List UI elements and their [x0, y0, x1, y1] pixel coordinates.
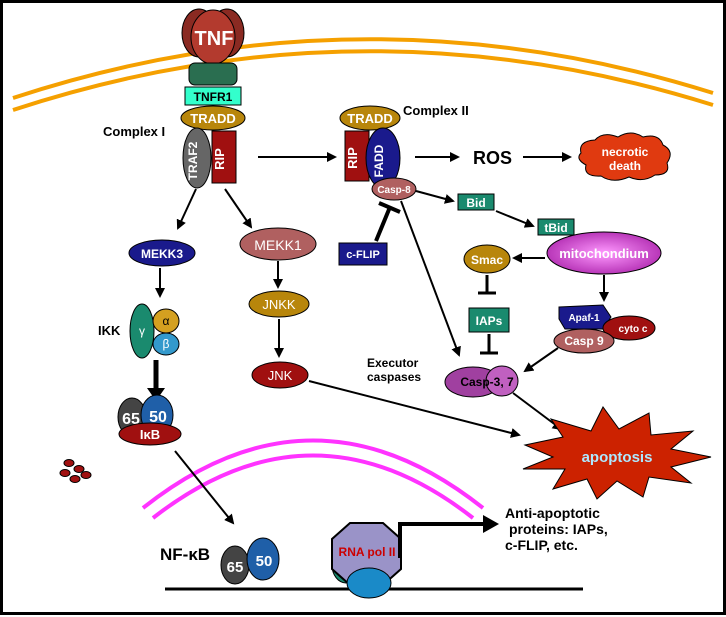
tnf-label: TNF	[195, 28, 234, 50]
jnk-label: JNK	[268, 368, 293, 383]
tnf-trimer: TNF	[181, 8, 245, 65]
arrow-casp8-to-bid	[415, 190, 455, 204]
rip2-label: RIP	[345, 147, 360, 169]
nfkb50-label: 50	[256, 553, 273, 570]
arrow-complex1-to-mekk1	[224, 188, 253, 229]
rnapol-bottom-blue	[346, 567, 392, 599]
apoptosis-burst	[522, 406, 712, 500]
ikk-label: IKK	[98, 323, 121, 338]
nuclear-membrane-inner	[151, 453, 475, 520]
traf2-shape	[182, 127, 212, 189]
tradd-complex2	[339, 105, 401, 131]
arrow-casp37-to-apoptosis	[512, 392, 563, 431]
transcription-arrow	[398, 522, 485, 558]
iaps-box	[468, 307, 510, 333]
casp8-label: Casp-8	[377, 185, 411, 196]
tbid-box	[537, 218, 575, 236]
inhibit-cflip-casp8	[374, 206, 392, 242]
ikk-gamma-label: γ	[139, 324, 145, 338]
tradd-complex1-label: TRADD	[190, 111, 236, 126]
arrow-bid-to-tbid	[495, 210, 535, 228]
cytoc-shape	[602, 315, 656, 341]
traf2-label: TRAF2	[186, 141, 200, 180]
rnapol-label: RNA pol II	[339, 545, 396, 559]
ikk-beta	[152, 332, 180, 356]
ikb-label: IκB	[140, 427, 160, 442]
nfkb-label: NF-κB	[160, 545, 210, 564]
nfkb65-label: 65	[227, 559, 244, 576]
tnfr1-label: TNFR1	[194, 90, 233, 104]
ikb-fragments	[59, 459, 92, 483]
cflip-label: c-FLIP	[346, 249, 380, 261]
mekk1-label: MEKK1	[254, 237, 302, 253]
smac-shape	[463, 244, 511, 274]
arrow-casp9-to-casp37	[523, 347, 559, 373]
arrow-ikb-to-nfkb	[174, 450, 235, 525]
arrow-jnk-to-apoptosis	[308, 380, 521, 438]
casp8-shape	[371, 177, 417, 201]
jnkk-label: JNKK	[262, 297, 296, 312]
bid-box	[457, 193, 495, 211]
apoptosis-label: apoptosis	[582, 449, 653, 466]
mekk3-label: MEKK3	[141, 247, 183, 261]
rip-label: RIP	[212, 148, 227, 170]
tradd-complex1	[180, 105, 246, 131]
casp37-label: Casp-3, 7	[460, 375, 514, 389]
anti-apoptotic-line2: proteins: IAPs,	[509, 521, 608, 537]
death-label: death	[609, 159, 641, 173]
receptor-transmembrane	[188, 62, 238, 86]
tnf-signaling-diagram: TNF TNFR1 TRADD Complex I TRAF2 RIP Comp…	[12, 8, 714, 599]
nuclear-membrane-outer	[141, 438, 485, 510]
arrow-casp8-to-casp37	[400, 200, 461, 357]
ikk-gamma	[129, 303, 155, 359]
casp37-shape-2	[485, 365, 519, 397]
transcription-arrow-head	[483, 515, 499, 533]
jnk-shape	[251, 361, 309, 389]
ikk-beta-label: β	[163, 337, 170, 351]
fadd-label: FADD	[372, 144, 386, 177]
cflip-box	[338, 242, 388, 266]
casp9-shape	[553, 328, 615, 354]
inhibit-cflip-casp8-bar	[378, 201, 401, 214]
smac-label: Smac	[471, 253, 503, 267]
executor-label-1: Executor	[367, 356, 419, 370]
plasma-membrane-outer	[12, 37, 714, 100]
anti-apoptotic-line1: Anti-apoptotic	[505, 505, 600, 521]
bid-label: Bid	[466, 196, 485, 210]
necrotic-label: necrotic	[602, 145, 649, 159]
jnkk-shape	[248, 290, 310, 318]
plasma-membrane-inner	[12, 49, 714, 112]
ikb-shape	[118, 422, 182, 446]
p50-label: 50	[149, 409, 167, 426]
complex2-label: Complex II	[403, 103, 469, 118]
executor-label-2: caspases	[367, 370, 421, 384]
ikk-alpha-label: α	[163, 314, 170, 328]
rip-complex1	[211, 130, 237, 184]
casp9-label: Casp 9	[564, 334, 604, 348]
mekk3-shape	[128, 239, 196, 267]
nfkb50-shape	[246, 537, 280, 581]
anti-apoptotic-line3: c-FLIP, etc.	[505, 537, 578, 553]
tradd-complex2-label: TRADD	[347, 111, 393, 126]
necrotic-death-blob	[578, 132, 671, 181]
apaf1-label: Apaf-1	[568, 313, 600, 324]
tbid-label: tBid	[544, 221, 567, 235]
arrow-ikk-to-ikb-head	[147, 388, 165, 401]
ros-label: ROS	[473, 148, 512, 168]
iaps-label: IAPs	[476, 314, 503, 328]
tnfr1-box	[184, 86, 242, 106]
complex1-label: Complex I	[103, 124, 165, 139]
mitochondium-shape	[546, 231, 662, 275]
mekk1-shape	[239, 227, 317, 261]
cytoc-label: cyto c	[619, 324, 648, 335]
arrow-complex1-to-mekk3	[176, 188, 197, 230]
mitochondium-label: mitochondium	[559, 246, 649, 261]
